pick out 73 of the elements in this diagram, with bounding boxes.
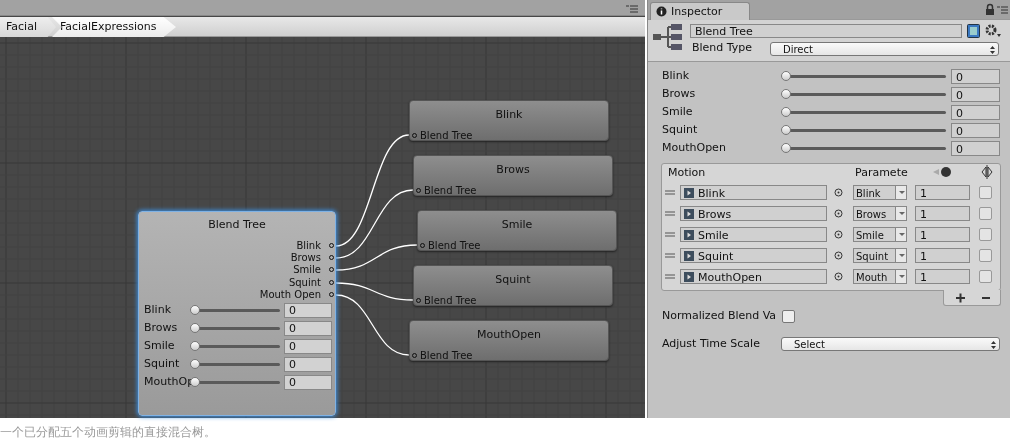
value-field: 0 [284, 321, 332, 336]
caption: 一个已分配五个动画剪辑的直接混合树。 [0, 424, 216, 440]
text-field: 0 [951, 123, 1000, 138]
text-field: 1 [915, 206, 970, 221]
port-label: Blend Tree [424, 184, 477, 197]
field-label: Smile [662, 105, 693, 119]
motion-field: MouthOpen [680, 269, 827, 284]
field-label: Squint [662, 123, 698, 137]
text-field: 1 [915, 227, 970, 242]
text-field: 0 [951, 105, 1000, 120]
value-field: 0 [284, 357, 332, 372]
value-field: 0 [284, 303, 332, 318]
parameter-label: Blink [144, 303, 172, 317]
dropdown: Select [781, 337, 1000, 351]
text-field: Blend Tree [690, 24, 962, 38]
value-field: 0 [284, 339, 332, 354]
value-field: 0 [284, 375, 332, 390]
dropdown: Blink [853, 185, 907, 200]
field-label: Brows [662, 87, 696, 101]
port-label: Blend Tree [420, 129, 473, 142]
dropdown: Brows [853, 206, 907, 221]
text-field: 1 [915, 269, 970, 284]
text-field: 1 [915, 185, 970, 200]
dropdown: Mouth [853, 269, 907, 284]
dropdown: Direct [770, 42, 999, 56]
field-label: Blend Type [692, 41, 753, 55]
field-label: Paramete [855, 166, 908, 180]
node-title: Brows [495, 163, 531, 177]
field-label: Blink [662, 69, 689, 83]
text-field: 0 [951, 87, 1000, 102]
text-field: 1 [915, 248, 970, 263]
motion-field: Brows [680, 206, 827, 221]
motion-field: Smile [680, 227, 827, 242]
motion-field: Blink [680, 185, 827, 200]
parameter-label: Squint [144, 357, 181, 371]
port-label: Blend Tree [428, 239, 481, 252]
connector [335, 294, 410, 356]
motion-node [413, 265, 613, 306]
motion-node [417, 210, 617, 251]
field-label: Normalized Blend Va [662, 309, 777, 323]
connector [335, 282, 414, 301]
breadcrumb: Facial [0, 17, 56, 37]
port-label: Squint [288, 276, 321, 289]
motion-field: Squint [680, 248, 827, 263]
connector [335, 134, 410, 247]
node-title: Smile [500, 218, 534, 232]
node-title: Blend Tree [207, 218, 267, 232]
parameter-label: Brows [144, 321, 179, 335]
motion-node [413, 155, 613, 196]
port-label: Blend Tree [424, 294, 477, 307]
port-label: Blend Tree [420, 349, 473, 362]
port-label: Mouth Open [259, 288, 321, 301]
connector [335, 244, 418, 271]
tab: Inspector [650, 2, 750, 20]
dropdown: Squint [853, 248, 907, 263]
blend-tree-node [138, 211, 336, 416]
breadcrumb: FacialExpressions [52, 17, 176, 37]
node-title: MouthOpen [476, 328, 542, 342]
field-label: Adjust Time Scale [662, 337, 760, 351]
field-label: Motion [668, 166, 706, 180]
port-label: Brows [290, 251, 321, 264]
dropdown: Smile [853, 227, 907, 242]
port-label: Blink [296, 239, 321, 252]
motion-node [409, 100, 609, 141]
motion-node [409, 320, 609, 361]
node-title: Blink [494, 108, 524, 122]
text-field: 0 [951, 141, 1000, 156]
connector [335, 189, 414, 259]
text-field: 0 [951, 69, 1000, 84]
parameter-label: Smile [144, 339, 176, 353]
port-label: Smile [293, 263, 321, 276]
field-label: MouthOpen [662, 141, 726, 155]
node-title: Squint [494, 273, 532, 287]
